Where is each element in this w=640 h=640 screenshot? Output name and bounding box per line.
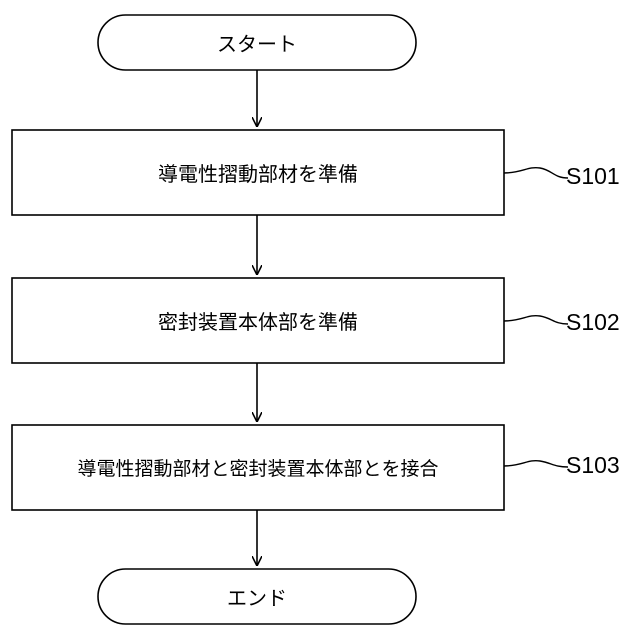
step-id-s101: S101 [566, 163, 620, 190]
leader-line-s101 [504, 168, 568, 178]
end-label: エンド [98, 569, 416, 624]
step-id-s103: S103 [566, 452, 620, 479]
start-label: スタート [98, 15, 416, 70]
step-s102-text: 密封装置本体部を準備 [12, 278, 504, 363]
leader-line-s103 [504, 461, 568, 467]
step-s103-text: 導電性摺動部材と密封装置本体部とを接合 [12, 425, 504, 510]
step-id-s102: S102 [566, 309, 620, 336]
leader-line-s102 [504, 316, 568, 324]
step-s101-text: 導電性摺動部材を準備 [12, 130, 504, 215]
